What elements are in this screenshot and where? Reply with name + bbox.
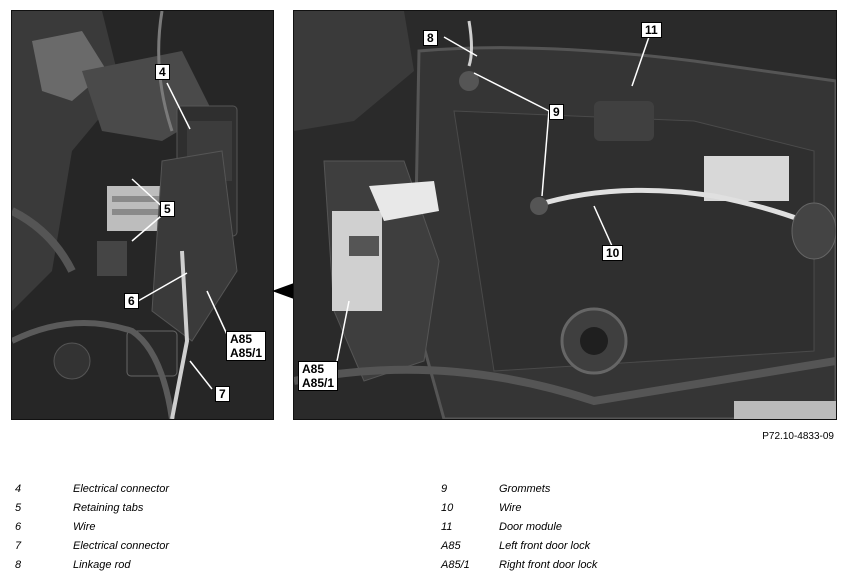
legend-description: Linkage rod: [73, 559, 131, 571]
legend-description: Left front door lock: [499, 540, 591, 552]
callout-11: 11: [641, 22, 662, 38]
right-overview-photo: [293, 10, 837, 420]
callout-9: 9: [549, 104, 564, 120]
door-lock-closeup-illustration: [12, 11, 273, 419]
legend-number: A85/1: [441, 559, 470, 571]
legend-description: Right front door lock: [499, 559, 598, 571]
figure-reference: P72.10-4833-09: [762, 431, 834, 442]
legend-description: Wire: [499, 502, 522, 514]
legend-number: 11: [441, 521, 453, 533]
callout-a85-right: A85 A85/1: [298, 361, 339, 391]
legend-description: Retaining tabs: [73, 502, 144, 514]
legend-number: 5: [15, 502, 22, 514]
legend-number: 6: [15, 521, 22, 533]
legend-description: Electrical connector: [73, 483, 169, 495]
legend-description: Electrical connector: [73, 540, 169, 552]
legend-number: 10: [441, 502, 454, 514]
callout-10: 10: [602, 245, 624, 261]
callout-a85-left: A85 A85/1: [226, 331, 267, 361]
door-module-illustration: [294, 11, 836, 419]
legend-number: 8: [15, 559, 22, 571]
legend-description: Wire: [73, 521, 96, 533]
legend-description: Door module: [499, 521, 562, 533]
callout-4: 4: [155, 64, 170, 80]
legend-number: 7: [15, 540, 22, 552]
callout-8: 8: [423, 30, 438, 46]
legend-description: Grommets: [499, 483, 551, 495]
left-detail-photo: [11, 10, 274, 420]
callout-7: 7: [215, 386, 230, 402]
callout-6: 6: [124, 293, 139, 309]
legend-number: 9: [441, 483, 448, 495]
legend-number: 4: [15, 483, 22, 495]
callout-5: 5: [160, 201, 175, 217]
view-pointer-arrow: [272, 283, 294, 299]
legend-number: A85: [441, 540, 461, 552]
